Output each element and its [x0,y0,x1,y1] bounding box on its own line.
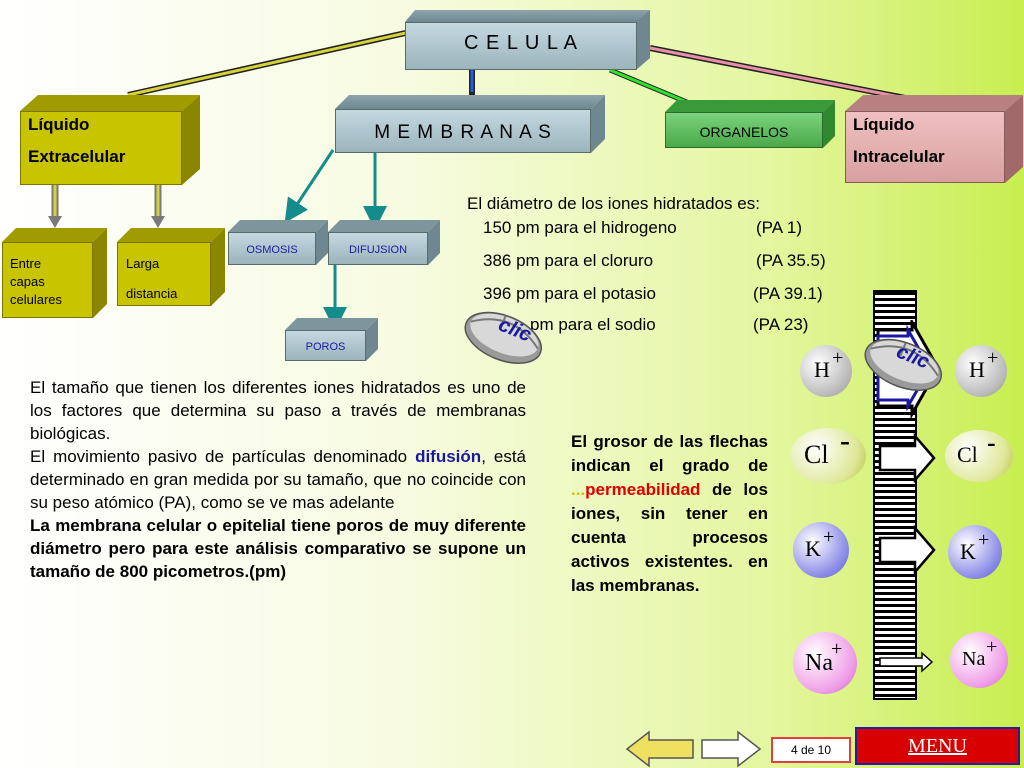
menu-label: MENU [908,735,967,757]
ion-h-left: H + [800,345,852,397]
ion-charge: + [831,638,843,660]
larga-line2: distancia [126,286,178,301]
ion-charge: + [978,529,990,551]
entre-capas-box[interactable]: Entre capas celulares [2,228,107,318]
ion-row-sodium: pm para el sodio (PA 23) [530,315,808,335]
paragraph-2b: , está determinado en gran medida por su… [30,447,526,512]
ion-charge: + [832,347,844,369]
clic-mouse-icon[interactable]: clic [458,305,550,367]
ion-row-potassium: 396 pm para el potasio (PA 39.1) [483,284,823,304]
poros-label: POROS [305,341,346,353]
ion-charge: + [823,526,835,548]
ion-header: El diámetro de los iones hidratados es: [467,194,760,213]
difusion-label: DIFUJSION [348,244,408,256]
ion-k-right: K + [948,525,1002,579]
grosor-text-b: de los iones, sin tener en cuenta proces… [571,480,768,595]
entre-capas-line1: Entre [10,256,42,271]
page-indicator: 4 de 10 [771,737,851,763]
ion-row-text: 150 pm para el hidrogeno [483,218,677,237]
entre-capas-line3: celulares [10,292,63,307]
ion-symbol: Na [805,650,833,676]
larga-distancia-box[interactable]: Larga distancia [117,228,225,306]
liquido-extra-line1: Líquido [28,115,90,134]
membranas-box[interactable]: M E M B R A N A S [335,95,605,153]
liquido-extracelular-box[interactable]: Líquido Extracelular [20,95,200,185]
ion-na-right: Na + [950,632,1008,688]
ion-symbol: Cl [957,442,978,467]
ion-charge: + [986,636,998,658]
ion-symbol: K [960,539,976,564]
menu-button[interactable]: MENU [855,727,1020,765]
liquido-intra-line1: Líquido [853,115,915,134]
ion-row-text: 396 pm para el potasio [483,284,656,303]
organelos-title: ORGANELOS [699,124,789,140]
organelos-box[interactable]: ORGANELOS [665,100,835,148]
grosor-dots: ... [571,480,586,499]
ion-k-left: K + [793,522,849,578]
ion-symbol: Cl [804,440,829,469]
paragraph-2a: El movimiento pasivo de partículas denom… [30,447,416,466]
ion-row-pa: (PA 39.1) [753,284,823,303]
ion-cl-right: Cl - [945,428,1013,482]
celula-title: C E L U L A [463,32,578,54]
ion-cl-left: Cl - [790,424,866,484]
ion-symbol: H [969,357,985,382]
ion-charge: - [987,428,996,457]
ion-row-text: pm para el sodio [530,315,656,334]
paragraph-1: El tamaño que tienen los diferentes ione… [30,378,526,443]
ion-row-text: 386 pm para el cloruro [483,251,654,270]
grosor-text-a: El grosor de las flechas indican el grad… [571,432,768,475]
clic-mouse-icon-2[interactable]: clic [858,332,950,394]
main-paragraph: El tamaño que tienen los diferentes ione… [30,376,526,583]
liquido-intracelular-box[interactable]: Líquido Intracelular [845,95,1023,183]
osmosis-label: OSMOSIS [246,244,298,256]
ion-symbol: K [805,536,821,561]
ion-charge: - [840,424,850,457]
ion-row-pa: (PA 1) [756,218,802,237]
ion-h-right: H + [955,345,1007,397]
paragraph-3: La membrana celular o epitelial tiene po… [30,516,526,581]
ion-row-chloride: 386 pm para el cloruro (PA 35.5) [483,251,826,271]
liquido-intra-line2: Intracelular [853,147,945,166]
ion-row-pa: (PA 35.5) [756,251,826,270]
ion-symbol: Na [962,648,986,670]
ion-symbol: H [814,357,830,382]
next-arrow-button[interactable] [700,730,762,768]
grosor-paragraph: El grosor de las flechas indican el grad… [571,430,768,598]
larga-line1: Larga [126,256,160,271]
ion-charge: + [987,347,999,369]
entre-capas-line2: capas [10,274,45,289]
ion-row-hydrogen: 150 pm para el hidrogeno (PA 1) [483,218,802,238]
ion-na-left: Na + [793,632,857,694]
previous-arrow-button[interactable] [625,730,695,768]
ion-row-pa: (PA 23) [753,315,809,334]
difusion-box[interactable]: DIFUJSION [328,220,440,265]
membranas-title: M E M B R A N A S [374,122,552,143]
celula-box[interactable]: C E L U L A [405,10,650,70]
poros-box[interactable]: POROS [285,318,378,361]
difusion-word: difusión [415,447,482,466]
liquido-extra-line2: Extracelular [28,147,126,166]
osmosis-box[interactable]: OSMOSIS [228,220,328,265]
permeabilidad-word: permeabilidad [585,480,701,499]
paragraph-2: El movimiento pasivo de partículas denom… [30,445,526,514]
